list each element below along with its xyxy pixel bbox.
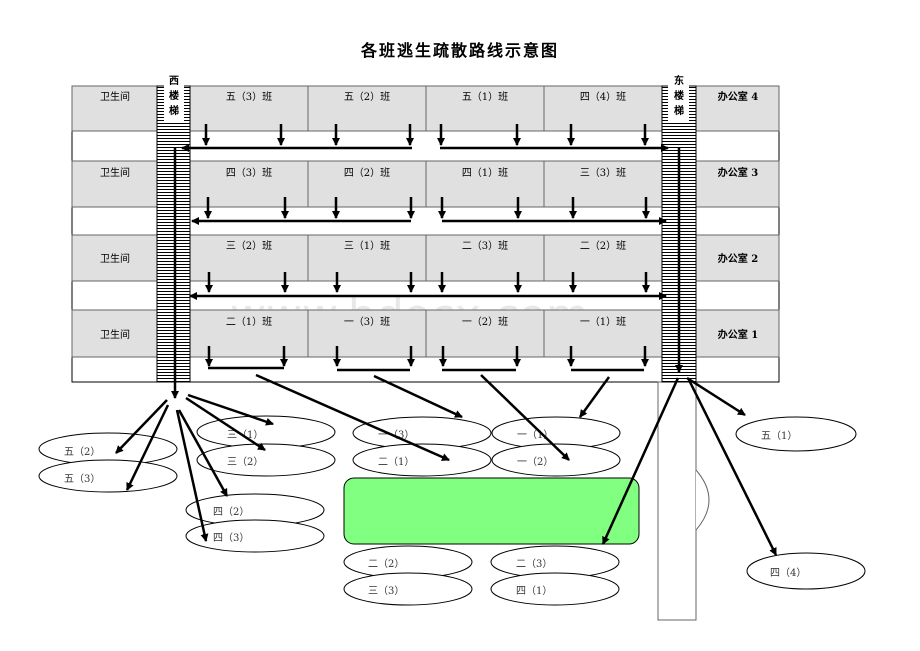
route-arrow — [175, 409, 209, 542]
classroom — [543, 160, 663, 208]
classroom-label: 二（3）班 — [462, 240, 508, 252]
classroom-label: 一（2）班 — [462, 316, 508, 328]
classroom-label: 二（2）班 — [580, 240, 626, 252]
assembly-label: 二（1） — [378, 456, 414, 468]
classroom-label: 三（1）班 — [344, 240, 390, 252]
assembly-points: 三（1） 三（2） 五（2） 五（3） 四（2） 四（3） 一（3） 二（1） … — [38, 415, 866, 606]
classroom-label: 三（3）班 — [580, 167, 626, 179]
west-stair-label-bg — [164, 72, 184, 122]
evacuation-routes — [115, 124, 778, 556]
restroom — [71, 309, 158, 358]
assembly-oval — [343, 572, 473, 606]
assembly-label: 一（2） — [517, 456, 553, 468]
office — [695, 85, 780, 132]
route-arrow — [578, 376, 611, 418]
floor-row-3: 卫生间 三（2）班 三（1）班 二（3）班 二（2）班 办公室 2 — [71, 234, 780, 282]
route-arrow — [255, 373, 450, 462]
playground — [343, 477, 640, 545]
east-walkway — [657, 381, 710, 621]
office-label: 办公室 2 — [718, 252, 758, 265]
assembly-label: 三（1） — [227, 429, 263, 441]
restroom — [71, 85, 158, 132]
assembly-label: 四（4） — [770, 567, 806, 579]
assembly-oval — [490, 572, 620, 606]
route-arrow — [185, 396, 266, 452]
assembly-oval — [735, 416, 857, 452]
classroom — [543, 85, 663, 132]
restroom — [71, 160, 158, 208]
assembly-label: 二（2） — [368, 558, 404, 570]
assembly-label: 四（3） — [213, 532, 249, 544]
classroom — [543, 234, 663, 282]
classroom-label: 一（3）班 — [344, 316, 390, 328]
assembly-oval — [196, 443, 336, 477]
assembly-label: 四（2） — [213, 506, 249, 518]
assembly-label: 一（1） — [517, 429, 553, 441]
assembly-label: 四（1） — [516, 585, 552, 597]
route-arrow — [686, 376, 746, 417]
route-arrow — [601, 377, 680, 545]
restroom-label: 卫生间 — [100, 328, 130, 341]
assembly-oval — [185, 519, 325, 553]
floor-row-5: 卫生间 五（3）班 五（2）班 五（1）班 四（4）班 办公室 4 — [71, 85, 780, 132]
classroom-label: 五（3）班 — [226, 91, 272, 103]
assembly-label: 五（2） — [64, 446, 100, 458]
assembly-oval — [38, 459, 178, 493]
diagram-title: 各班逃生疏散路线示意图 — [360, 41, 559, 60]
classroom — [425, 309, 545, 358]
classroom-label: 四（4）班 — [580, 91, 626, 103]
restroom-label: 卫生间 — [100, 166, 130, 179]
office-label: 办公室 4 — [718, 90, 758, 103]
route-arrow — [480, 374, 570, 461]
office-label: 办公室 1 — [718, 328, 758, 341]
restroom-label: 卫生间 — [100, 90, 130, 103]
classroom-label: 一（1）班 — [580, 316, 626, 328]
classroom-label: 二（1）班 — [226, 316, 272, 328]
office-label: 办公室 3 — [718, 166, 758, 179]
classroom — [307, 160, 427, 208]
classroom-label: 三（2）班 — [226, 240, 272, 252]
classroom — [425, 160, 545, 208]
route-arrow — [125, 404, 170, 491]
assembly-label: 三（2） — [227, 456, 263, 468]
assembly-label: 五（3） — [64, 473, 100, 485]
route-arrow — [187, 393, 274, 426]
classroom — [543, 309, 663, 358]
east-stair-label-bg — [668, 72, 689, 122]
assembly-oval — [746, 552, 866, 590]
west-stair-label: 西楼梯 — [169, 75, 179, 117]
classroom-label: 五（1）班 — [462, 91, 508, 103]
classroom — [307, 234, 427, 282]
restroom-label: 卫生间 — [100, 252, 130, 265]
classroom-label: 四（3）班 — [226, 167, 272, 179]
route-arrow — [115, 399, 168, 454]
assembly-label: 五（1） — [761, 430, 797, 442]
assembly-label: 二（3） — [516, 558, 552, 570]
classroom-label: 四（1）班 — [462, 167, 508, 179]
classroom-label: 四（2）班 — [344, 167, 390, 179]
assembly-label: 三（3） — [368, 585, 404, 597]
classroom-label: 五（2）班 — [344, 91, 390, 103]
assembly-oval — [491, 443, 621, 477]
route-arrow — [686, 377, 778, 556]
classroom — [425, 85, 545, 132]
route-arrow — [373, 374, 463, 419]
classroom — [307, 309, 427, 358]
restroom — [71, 234, 158, 282]
east-stair-label: 东楼梯 — [674, 74, 684, 117]
route-arrow — [177, 409, 229, 497]
assembly-oval — [352, 443, 492, 477]
west-stairwell — [156, 85, 191, 383]
